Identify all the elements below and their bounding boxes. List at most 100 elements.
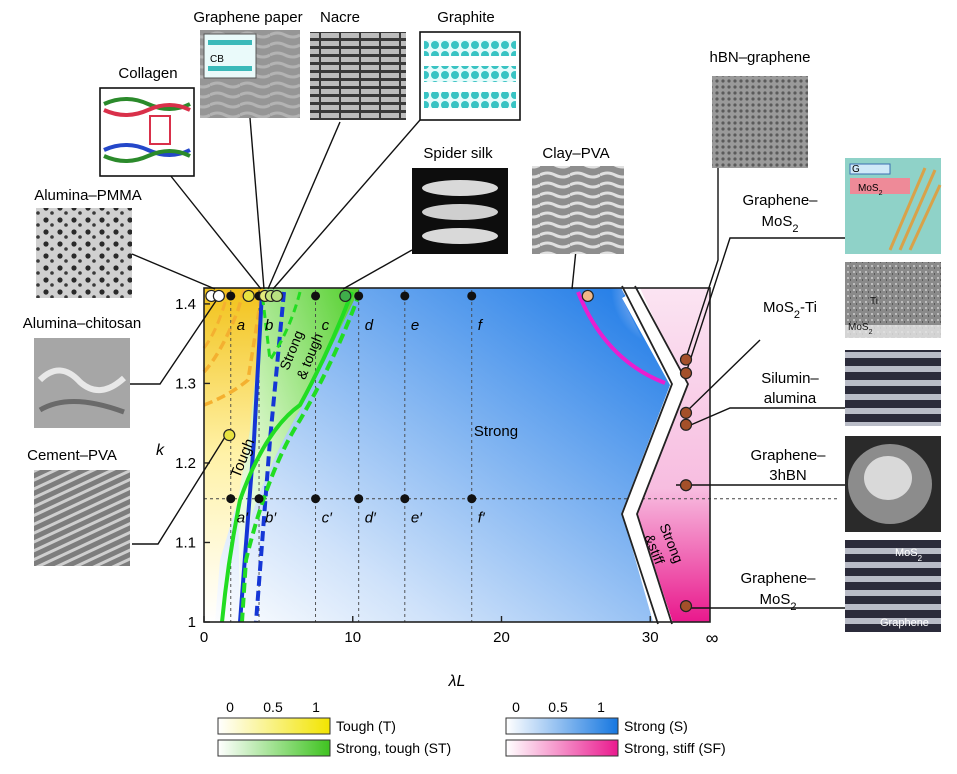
callout-graphene-3hbn-line1: Graphene– [750,447,826,464]
legend: 0 0.5 1 Tough (T) Strong, tough (ST) 0 0… [217,699,726,757]
thumb-nacre [310,32,406,120]
callout-clay-pva: Clay–PVA [542,145,609,162]
reference-point-label: d [365,317,374,334]
leader-alumina-pmma [131,253,216,290]
callout-graphene-paper: Graphene paper [193,9,302,26]
strong-tough-region [238,288,360,622]
callout-silumin-line2: alumina [764,390,817,407]
green-solid-boundary [220,291,354,623]
y-tick-label: 1.2 [175,455,196,472]
legend-label-tough: Tough (T) [336,718,396,734]
callout-alumina-chitosan: Alumina–chitosan [23,315,141,332]
reference-point-label: b [265,317,273,334]
green-dashed-boundary-2 [260,291,302,365]
reference-point-label: e [411,317,419,334]
thumb-ti-label: Ti [870,296,878,307]
material-point [679,406,693,419]
reference-point [254,494,264,504]
thumb-alumina-pmma [36,208,132,298]
tough-boundary-orange-2 [203,291,264,407]
plot-frame [203,287,711,623]
legend-strong-tick-0: 0 [512,699,520,715]
axis-break [621,282,688,627]
material-point [270,289,283,303]
material-point [242,289,255,303]
reference-point [226,494,236,504]
reference-point [354,494,364,504]
y-axis: 11.11.21.31.4 [175,296,210,631]
callout-leaders [130,117,845,609]
reference-point [226,291,236,301]
green-dashed-boundary-1 [240,291,362,623]
material-point [339,289,352,303]
thumb-mos2-ti: Ti MoS2 [845,262,941,338]
callout-hbn-graphene: hBN–graphene [710,49,811,66]
thumb-graphene-label: Graphene [880,617,929,629]
material-point [581,289,594,303]
thumb-graphene-mos2-top: G MoS2 [845,158,942,254]
callout-graphene-mos2-bottom-line1: Graphene– [740,570,816,587]
thumb-cement-pva [34,470,130,566]
reference-point [311,291,321,301]
thumb-alumina-chitosan [34,338,130,428]
callout-graphene-mos2-bottom-line2: MoS2 [760,591,797,613]
leader-alumina-chitosan [130,291,223,385]
y-tick-label: 1.1 [175,534,196,551]
callout-cement-pva: Cement–PVA [27,447,117,464]
reference-point-label: a′ [237,510,249,527]
callout-collagen: Collagen [118,65,177,82]
legend-swatch-tough [217,717,331,735]
y-tick-label: 1 [188,614,196,631]
graphene-paper-cb-label: CB [210,54,224,65]
thumb-mos2-bottom-label: MoS2 [895,547,923,563]
x-axis-label: λL [448,673,466,690]
reference-point [467,494,477,504]
legend-tough-tick-1: 1 [312,699,320,715]
region-label-strong: Strong [474,423,518,440]
reference-point [467,291,477,301]
legend-strong-tick-1: 1 [597,699,605,715]
leader-graphene-mos2-top [685,237,845,374]
thumb-mos2-small-label: MoS2 [848,322,873,336]
material-point [679,418,693,431]
callout-graphene-3hbn-line2: 3hBN [769,467,807,484]
x-tick-label: 10 [344,629,361,646]
thumb-g-label: G [852,164,860,175]
leader-spider-silk [342,249,413,290]
plot-area [202,282,840,627]
legend-strong-tick-05: 0.5 [548,699,568,715]
reference-point-label: b′ [265,510,277,527]
y-axis-label: k [156,442,165,459]
callout-graphite: Graphite [437,9,495,26]
leader-collagen [169,174,262,290]
material-point [212,289,225,303]
legend-tough-tick-05: 0.5 [263,699,283,715]
thumb-silumin-alumina [845,350,941,426]
tough-boundary-orange-3 [202,291,230,349]
material-point [679,479,693,492]
blue-dashed-boundary [254,291,286,623]
material-points [205,289,693,613]
thumb-graphene-paper: CB [200,30,300,118]
thumb-graphite [419,31,521,121]
tough-boundary-orange-1 [202,289,246,374]
reference-point [400,291,410,301]
leader-cement-pva [132,436,226,545]
y-tick-label: 1.3 [175,375,196,392]
callout-nacre: Nacre [320,9,360,26]
pink-boundary-curve [576,291,666,385]
reference-point-label: e′ [411,510,423,527]
reference-point-label: a [237,317,245,334]
callout-silumin-line1: Silumin– [761,370,819,387]
reference-point [400,494,410,504]
callout-mos2-ti: MoS2-Ti [763,299,817,321]
legend-swatch-strong [505,717,619,735]
thumb-collagen [99,87,195,177]
thumb-mos2-label: MoS2 [858,183,883,197]
material-point [223,429,236,442]
legend-label-strong-tough: Strong, tough (ST) [336,740,451,756]
reference-point-label: c′ [322,510,334,527]
thumb-graphene-3hbn [845,436,941,532]
